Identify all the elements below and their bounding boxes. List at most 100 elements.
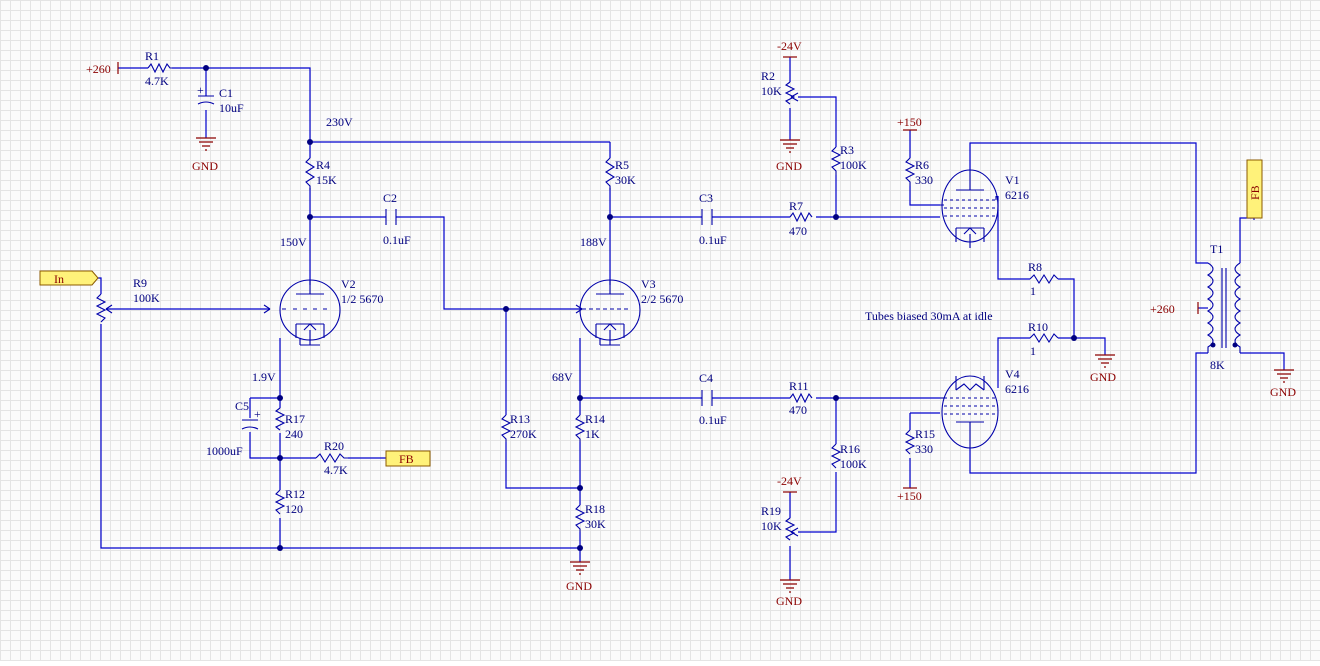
- tubes: [263, 169, 999, 449]
- resistor-r12-symbol: [274, 489, 286, 515]
- r3-ref: R3: [840, 143, 854, 157]
- r5-ref: R5: [615, 158, 629, 172]
- wires: [98, 57, 1285, 580]
- r12-value: 120: [285, 502, 303, 516]
- junction: [833, 214, 839, 220]
- r17-value: 240: [285, 427, 303, 441]
- capacitor-c5-symbol: [241, 419, 259, 430]
- v1-value: 6216: [1005, 188, 1029, 202]
- port-in: [39, 270, 99, 286]
- r15-value: 330: [915, 442, 933, 456]
- r11-value: 470: [789, 403, 807, 417]
- svg-text:+: +: [254, 407, 261, 421]
- c3-ref: C3: [699, 191, 713, 205]
- c1-ref: C1: [219, 86, 233, 100]
- c5-value: 1000uF: [206, 444, 243, 458]
- gnd-label: GND: [1090, 370, 1116, 384]
- junction: [277, 395, 283, 401]
- r14-ref: R14: [585, 412, 605, 426]
- r20-ref: R20: [324, 439, 344, 453]
- junction: [277, 455, 283, 461]
- v4-ref: V4: [1005, 367, 1020, 381]
- r10-ref: R10: [1028, 320, 1048, 334]
- gnd-label: GND: [192, 159, 218, 173]
- port-fb-lower: [385, 450, 431, 467]
- power-label-plus-150: +150: [897, 489, 922, 503]
- tube-v1-symbol: [940, 169, 999, 248]
- resistor-r7-symbol: [789, 211, 813, 223]
- tube-v2-symbol: [263, 279, 341, 346]
- ground-icon: [570, 561, 590, 575]
- v4-value: 6216: [1005, 382, 1029, 396]
- power-label-plus-260: +260: [1150, 302, 1175, 316]
- resistor-r16-symbol: [830, 443, 842, 469]
- junctions: [203, 65, 1077, 551]
- port-in-label: In: [54, 272, 64, 286]
- resistor-r1-symbol: [147, 62, 172, 74]
- r12-ref: R12: [285, 487, 305, 501]
- ground-icon: [780, 579, 800, 593]
- power-label-minus-24v: -24V: [777, 474, 802, 488]
- r13-ref: R13: [510, 412, 530, 426]
- r1-ref: R1: [145, 49, 159, 63]
- capacitor-c3-symbol: [701, 209, 713, 225]
- capacitor-c4-symbol: [701, 390, 713, 406]
- svg-text:+: +: [197, 83, 204, 97]
- junction: [1071, 335, 1077, 341]
- ground-icon: [1095, 354, 1115, 368]
- power-label-minus-24v: -24V: [777, 39, 802, 53]
- r7-value: 470: [789, 224, 807, 238]
- r16-ref: R16: [840, 442, 860, 456]
- junction: [203, 65, 209, 71]
- power-label-plus-260: +260: [86, 62, 111, 76]
- r19-ref: R19: [761, 504, 781, 518]
- voltage-1-9v: 1.9V: [252, 370, 276, 384]
- r9-value: 100K: [133, 291, 160, 305]
- r4-ref: R4: [316, 158, 330, 172]
- c4-ref: C4: [699, 371, 713, 385]
- capacitors: + +: [197, 83, 713, 430]
- resistor-r8-symbol: [1029, 273, 1059, 285]
- resistor-r15-symbol: [904, 429, 916, 455]
- junction: [607, 214, 613, 220]
- capacitor-c1-symbol: [197, 95, 215, 105]
- c2-value: 0.1uF: [383, 233, 411, 247]
- junction: [833, 395, 839, 401]
- r2-ref: R2: [761, 69, 775, 83]
- port-fb-label: FB: [399, 452, 414, 466]
- resistor-r10-symbol: [1029, 332, 1059, 344]
- bias-note: Tubes biased 30mA at idle: [865, 309, 993, 323]
- r6-value: 330: [915, 173, 933, 187]
- junction: [577, 545, 583, 551]
- r18-value: 30K: [585, 517, 606, 531]
- r4-value: 15K: [316, 173, 337, 187]
- voltage-188v: 188V: [580, 235, 607, 249]
- ground-icon: [1274, 369, 1294, 383]
- resistor-r18-symbol: [574, 504, 586, 532]
- power-label-plus-150: +150: [897, 115, 922, 129]
- r10-value: 1: [1030, 344, 1036, 358]
- junction: [577, 395, 583, 401]
- resistors: [147, 62, 1059, 532]
- r17-ref: R17: [285, 412, 305, 426]
- transformer-t1-symbol: [1206, 262, 1242, 353]
- c2-ref: C2: [383, 191, 397, 205]
- r14-value: 1K: [585, 427, 600, 441]
- v2-value: 1/2 5670: [341, 292, 383, 306]
- r2-value: 10K: [761, 84, 782, 98]
- r13-value: 270K: [510, 427, 537, 441]
- r11-ref: R11: [789, 379, 809, 393]
- ground-icon: [780, 139, 800, 153]
- junction: [503, 306, 509, 312]
- ground-icon: [196, 137, 216, 151]
- potentiometer-r2-symbol: [784, 81, 796, 105]
- resistor-r13-symbol: [500, 414, 512, 442]
- r5-value: 30K: [615, 173, 636, 187]
- resistor-r11-symbol: [789, 392, 813, 404]
- potentiometers: [95, 81, 799, 541]
- gnd-label: GND: [1270, 385, 1296, 399]
- gnd-label: GND: [776, 159, 802, 173]
- r7-ref: R7: [789, 199, 803, 213]
- c1-value: 10uF: [219, 101, 244, 115]
